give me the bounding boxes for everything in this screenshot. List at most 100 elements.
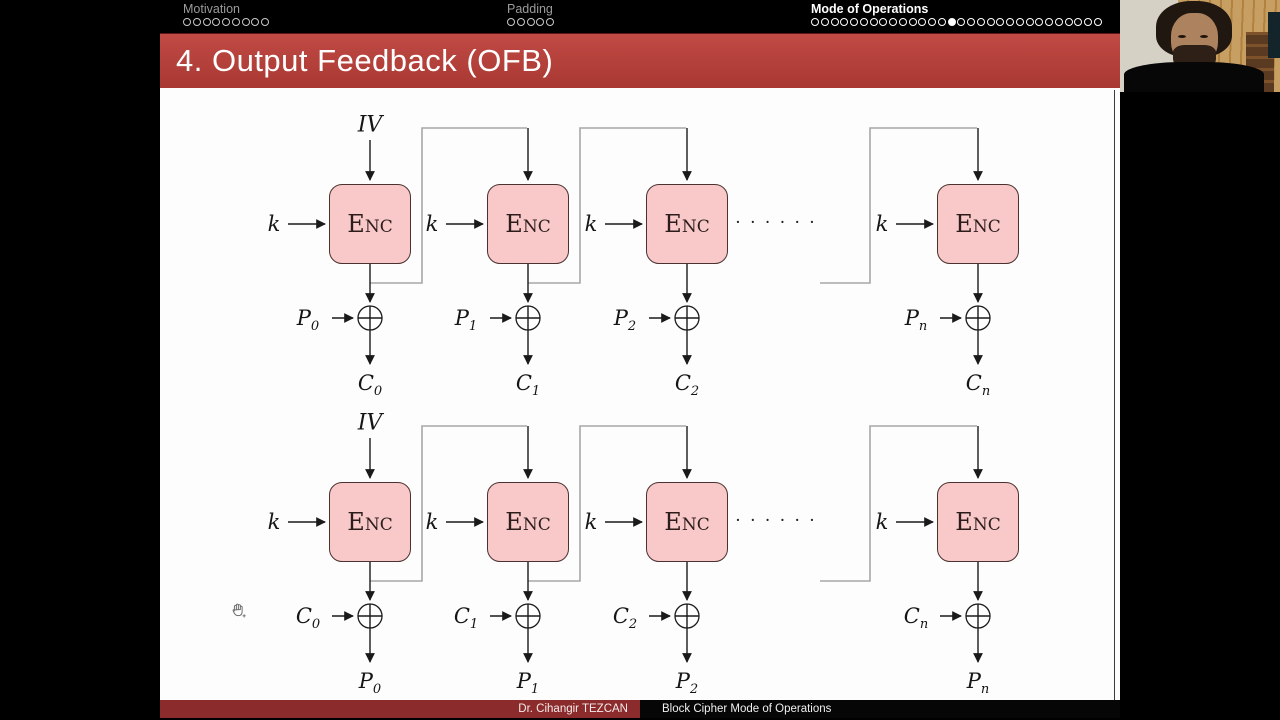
ciphertext-label-subscript: 0 [373, 384, 383, 400]
ciphertext-label-main: C [965, 371, 982, 395]
plaintext-label-main: P [454, 306, 469, 330]
progress-dot-current[interactable] [947, 18, 956, 26]
plaintext-label-subscript: 1 [530, 682, 540, 698]
progress-dot[interactable] [957, 18, 966, 26]
progress-dot[interactable] [183, 18, 191, 26]
plaintext-label-main: P [675, 669, 690, 693]
progress-dot[interactable] [976, 18, 985, 26]
ciphertext-label-subscript: 1 [531, 384, 541, 400]
progress-dot[interactable] [212, 18, 221, 26]
plaintext-label-main: P [904, 306, 919, 330]
progress-dot[interactable] [889, 18, 897, 26]
progress-dot[interactable] [859, 18, 868, 26]
plaintext-label: Pn [904, 306, 928, 333]
progress-dot[interactable] [811, 18, 819, 26]
ciphertext-label-main: C [903, 604, 920, 628]
enc-box: Enc [487, 482, 569, 562]
plaintext-label-subscript: 2 [689, 682, 699, 698]
plaintext-label-main: P [966, 669, 981, 693]
ciphertext-label-main: C [515, 371, 532, 395]
plaintext-label-main: P [516, 669, 531, 693]
nav-section-label[interactable]: Padding [507, 2, 553, 16]
progress-dot[interactable] [986, 18, 995, 26]
progress-dot[interactable] [516, 18, 525, 26]
footer-author: Dr. Cihangir TEZCAN [160, 700, 640, 718]
progress-dot[interactable] [830, 18, 839, 26]
key-label: k [875, 212, 889, 236]
progress-dot[interactable] [1035, 18, 1044, 26]
ciphertext-label: Cn [965, 371, 990, 398]
progress-dot[interactable] [241, 18, 250, 26]
progress-dot[interactable] [840, 18, 849, 26]
ciphertext-label: C1 [453, 604, 478, 631]
progress-dot[interactable] [261, 18, 269, 26]
progress-dot[interactable] [928, 18, 936, 26]
enc-box: Enc [646, 184, 728, 264]
progress-dot[interactable] [222, 18, 230, 26]
ellipsis-label: · · · · · · [735, 213, 817, 233]
ciphertext-label-main: C [295, 604, 312, 628]
ciphertext-label: C2 [675, 371, 699, 398]
progress-dot[interactable] [1064, 18, 1073, 26]
progress-dot[interactable] [1025, 18, 1034, 26]
slide-footer: Dr. Cihangir TEZCAN Block Cipher Mode of… [160, 700, 1120, 718]
nav-section-padding[interactable]: Padding [507, 2, 556, 28]
progress-dot[interactable] [251, 18, 260, 26]
progress-dot[interactable] [1084, 18, 1092, 26]
plaintext-label: P2 [675, 669, 698, 696]
slide-title-bar: 4. Output Feedback (OFB) [160, 33, 1120, 88]
key-label: k [584, 510, 598, 534]
progress-dot[interactable] [526, 18, 535, 26]
hand-cursor-icon [229, 601, 247, 619]
progress-dot[interactable] [536, 18, 545, 26]
progress-dot[interactable] [908, 18, 917, 26]
progress-dot[interactable] [202, 18, 211, 26]
plaintext-label-subscript: 0 [310, 319, 320, 335]
progress-dot[interactable] [546, 18, 554, 26]
key-label: k [425, 510, 439, 534]
nav-section-label[interactable]: Motivation [183, 2, 240, 16]
progress-dot[interactable] [1015, 18, 1024, 26]
ciphertext-label: C0 [295, 604, 320, 631]
progress-dot[interactable] [1054, 18, 1063, 26]
progress-dot[interactable] [850, 18, 858, 26]
nav-header: Motivation Padding Mode of Operations [160, 0, 1120, 33]
progress-dot[interactable] [507, 18, 515, 26]
key-label: k [875, 510, 889, 534]
plaintext-label-subscript: n [980, 682, 990, 698]
progress-dot[interactable] [869, 18, 878, 26]
ciphertext-label-subscript: n [981, 384, 991, 400]
progress-dot[interactable] [937, 18, 946, 26]
progress-dot[interactable] [192, 18, 201, 26]
slide-edge-line [1114, 90, 1115, 700]
plaintext-label-main: P [613, 306, 628, 330]
progress-dot[interactable] [1074, 18, 1083, 26]
webcam-person-body [1124, 62, 1264, 92]
progress-dot[interactable] [879, 18, 888, 26]
ciphertext-label: Cn [903, 604, 928, 631]
plaintext-label-subscript: n [918, 319, 928, 335]
plaintext-label: P1 [454, 306, 477, 333]
progress-dot[interactable] [820, 18, 829, 26]
ciphertext-label-subscript: n [919, 617, 929, 633]
ciphertext-label-main: C [612, 604, 629, 628]
webcam-overlay [1120, 0, 1280, 92]
progress-dot[interactable] [918, 18, 927, 26]
enc-box: Enc [937, 184, 1019, 264]
progress-dot[interactable] [231, 18, 240, 26]
progress-dot[interactable] [1045, 18, 1053, 26]
enc-box: Enc [646, 482, 728, 562]
nav-section-mode-of-operations[interactable]: Mode of Operations [811, 2, 1104, 28]
progress-dot[interactable] [1006, 18, 1014, 26]
progress-dot[interactable] [898, 18, 907, 26]
ciphertext-label: C1 [515, 371, 540, 398]
nav-section-label[interactable]: Mode of Operations [811, 2, 929, 16]
ciphertext-label-main: C [453, 604, 470, 628]
nav-section-motivation[interactable]: Motivation [183, 2, 271, 28]
progress-dot[interactable] [1093, 18, 1102, 26]
plaintext-label-subscript: 2 [627, 319, 637, 335]
progress-dot[interactable] [996, 18, 1005, 26]
progress-dot[interactable] [967, 18, 975, 26]
